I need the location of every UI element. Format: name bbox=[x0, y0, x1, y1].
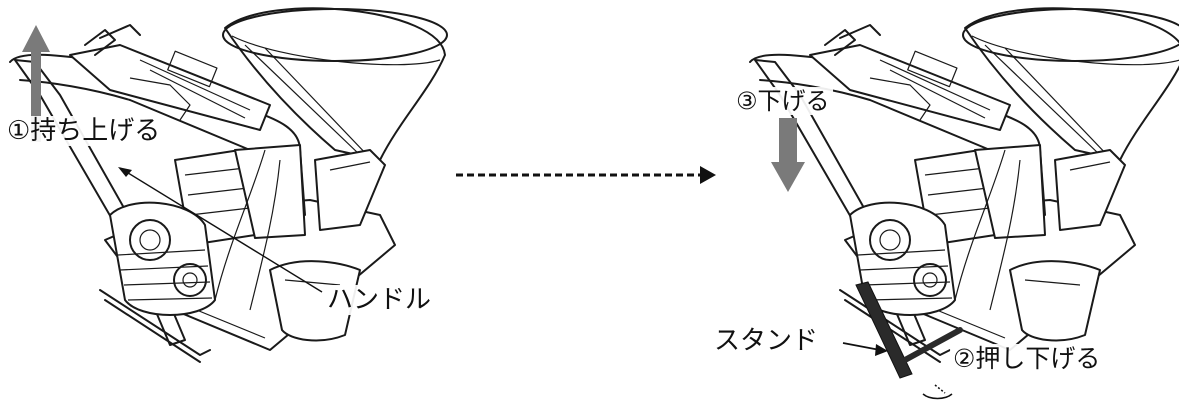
label-handle: ハンドル bbox=[324, 285, 435, 315]
motion-hint-icon bbox=[922, 384, 953, 400]
label-lower: ③下げる bbox=[733, 87, 833, 115]
machine-drawing-after bbox=[749, 7, 1179, 363]
up-arrow-icon bbox=[22, 25, 50, 142]
label-lift: ①持ち上げる bbox=[4, 116, 164, 146]
stand-drawing bbox=[855, 281, 913, 379]
label-stand: スタンド bbox=[714, 326, 819, 356]
handle-leader-line bbox=[118, 167, 323, 293]
dashed-right-arrow-icon bbox=[456, 166, 716, 184]
down-arrow-icon bbox=[771, 118, 805, 192]
stand-leader-line bbox=[842, 342, 888, 356]
label-push-down: ②押し下げる bbox=[950, 344, 1104, 373]
